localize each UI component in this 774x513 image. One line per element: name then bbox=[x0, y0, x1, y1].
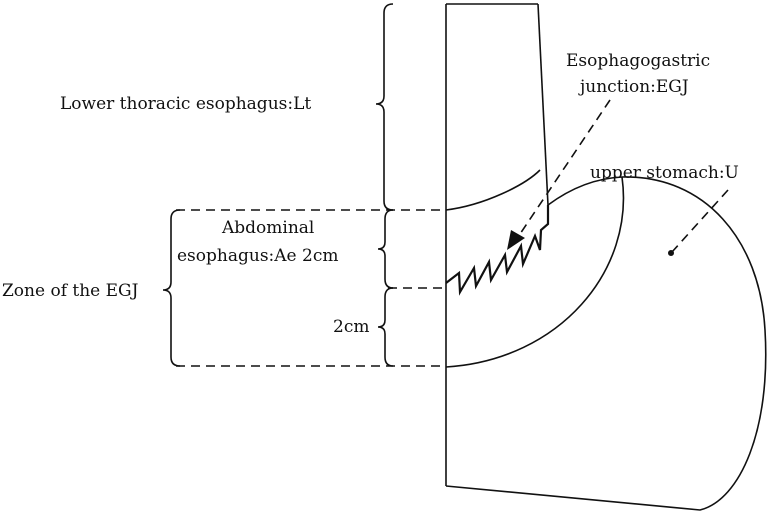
esophagus-right-wall bbox=[537, 3, 549, 206]
stomach-greater-curvature bbox=[445, 176, 767, 511]
egj-pointer-line bbox=[519, 99, 611, 235]
label-2cm: 2cm bbox=[333, 317, 370, 337]
brace-zone-egj bbox=[162, 209, 181, 367]
egj-zigzag-line bbox=[445, 205, 550, 296]
label-upper-stomach: upper stomach:U bbox=[590, 163, 739, 183]
brace-2cm bbox=[377, 287, 394, 367]
label-lower-thoracic-esophagus: Lower thoracic esophagus:Lt bbox=[60, 94, 312, 114]
label-egj-line2: junction:EGJ bbox=[580, 77, 689, 97]
lower-thoracic-boundary bbox=[445, 169, 541, 211]
label-egj-line1: Esophagogastric bbox=[566, 51, 711, 71]
label-zone-of-egj: Zone of the EGJ bbox=[2, 281, 139, 301]
brace-lower-thoracic bbox=[375, 3, 394, 211]
label-abdominal-line1: Abdominal bbox=[222, 218, 315, 238]
upper-stomach-boundary bbox=[445, 176, 625, 368]
upper-stomach-dot bbox=[668, 250, 674, 256]
brace-abdominal bbox=[377, 209, 394, 289]
label-abdominal-line2: esophagus:Ae 2cm bbox=[177, 246, 339, 266]
egj-arrow-head bbox=[507, 230, 525, 250]
